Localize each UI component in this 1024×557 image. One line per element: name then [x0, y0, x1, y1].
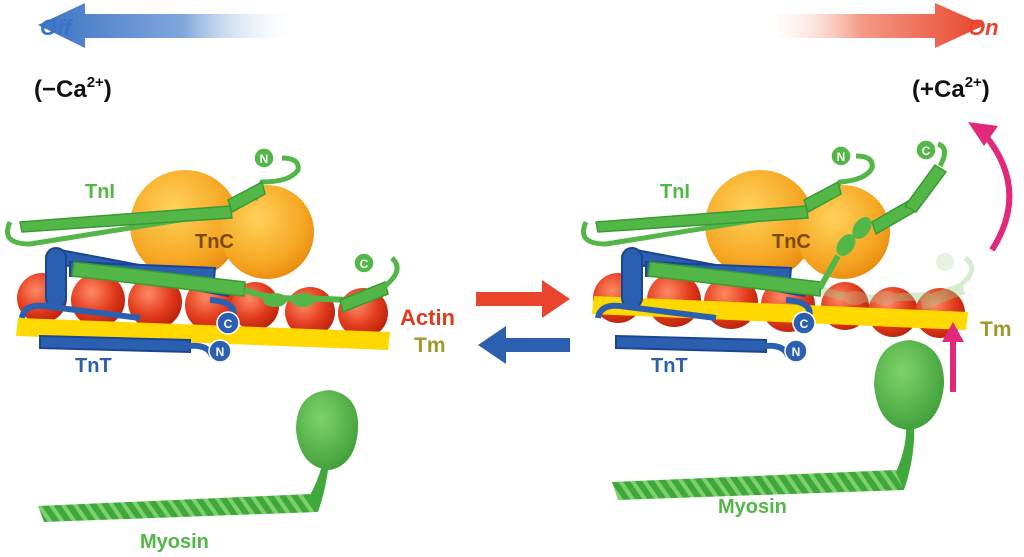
tni-c-terminus: C	[353, 252, 375, 274]
tropomyosin-strand-on	[592, 296, 968, 330]
tnc-label-on: TnC	[772, 231, 811, 253]
svg-text:N: N	[260, 152, 269, 166]
tnt-c-terminus: C	[216, 311, 240, 335]
myosin-binding-arrow	[942, 322, 964, 392]
off-arrow	[38, 3, 300, 48]
tni-release-arrow	[968, 122, 1013, 252]
actin-filament	[17, 273, 388, 338]
svg-text:C: C	[224, 317, 233, 331]
tnt-n-terminus: N	[208, 339, 232, 363]
tni-c-terminus-on: C	[915, 139, 937, 161]
reverse-arrow	[478, 326, 570, 364]
svg-text:C: C	[922, 144, 931, 158]
svg-text:C: C	[800, 317, 809, 331]
tni-chain-on	[581, 141, 948, 297]
tropomyosin-strand	[16, 318, 390, 350]
tnc-lobes-on	[705, 170, 890, 280]
tnt-n-terminus-on: N	[784, 339, 808, 363]
tnt-c-terminus-on: C	[792, 311, 816, 335]
tni-faded-position	[818, 253, 975, 310]
tm-label-off: Tm	[414, 334, 446, 357]
tnt-label-off: TnT	[75, 355, 112, 377]
tni-n-terminus-on: N	[830, 145, 852, 167]
myosin-on	[612, 340, 945, 500]
tni-n-terminus: N	[253, 147, 275, 169]
svg-text:C: C	[360, 257, 369, 271]
on-arrow	[760, 3, 985, 48]
on-label: On	[968, 15, 999, 40]
calcium-present-label: (+Ca2+)	[912, 74, 990, 103]
svg-text:N: N	[837, 150, 846, 164]
tnc-lobes	[130, 170, 314, 280]
calcium-absent-label: (−Ca2+)	[34, 74, 112, 103]
on-state-panel: N C N C	[581, 122, 1013, 518]
actin-label: Actin	[400, 305, 455, 330]
svg-text:N: N	[216, 345, 225, 359]
myosin-off	[38, 390, 359, 522]
myosin-label-off: Myosin	[140, 531, 209, 553]
forward-arrow	[476, 280, 570, 318]
tni-label-off: TnI	[85, 181, 115, 203]
off-state-panel: N C N C TnI TnC TnT	[5, 147, 455, 553]
tnc-label-off: TnC	[195, 231, 234, 253]
tni-label-on: TnI	[660, 181, 690, 203]
myosin-label-on: Myosin	[718, 496, 787, 518]
svg-text:N: N	[792, 345, 801, 359]
tnt-label-on: TnT	[651, 355, 688, 377]
off-label: Off	[40, 15, 74, 40]
tni-chain	[5, 155, 400, 314]
tm-label-on: Tm	[980, 318, 1012, 341]
